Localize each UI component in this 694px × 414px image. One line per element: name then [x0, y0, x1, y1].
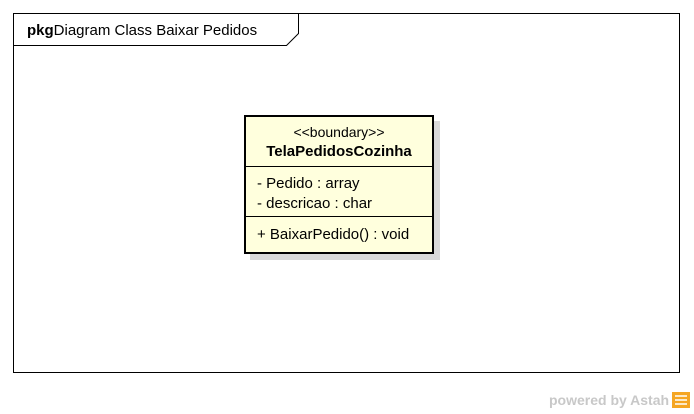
class-stereotype: <<boundary>>	[293, 124, 385, 140]
class-box[interactable]: <<boundary>> TelaPedidosCozinha - Pedido…	[244, 115, 434, 254]
frame-keyword: pkg	[27, 22, 54, 39]
attribute-item: - Pedido : array	[257, 175, 360, 192]
attribute-item: - descricao : char	[257, 195, 373, 212]
class-name: TelaPedidosCozinha	[266, 143, 412, 160]
frame-title: pkgDiagram Class Baixar Pedidos	[27, 21, 257, 41]
powered-by-watermark: powered by Astah	[549, 392, 670, 408]
operation-item: + BaixarPedido() : void	[257, 226, 410, 243]
astah-logo-icon	[672, 392, 690, 408]
attribute-compartment: - Pedido : array - descricao : char	[246, 167, 432, 217]
frame-name-tab	[13, 13, 303, 46]
class-header: <<boundary>> TelaPedidosCozinha	[246, 117, 432, 167]
frame-title-text: Diagram Class Baixar Pedidos	[53, 22, 258, 39]
operation-compartment: + BaixarPedido() : void	[246, 217, 432, 245]
diagram-frame	[13, 13, 680, 373]
